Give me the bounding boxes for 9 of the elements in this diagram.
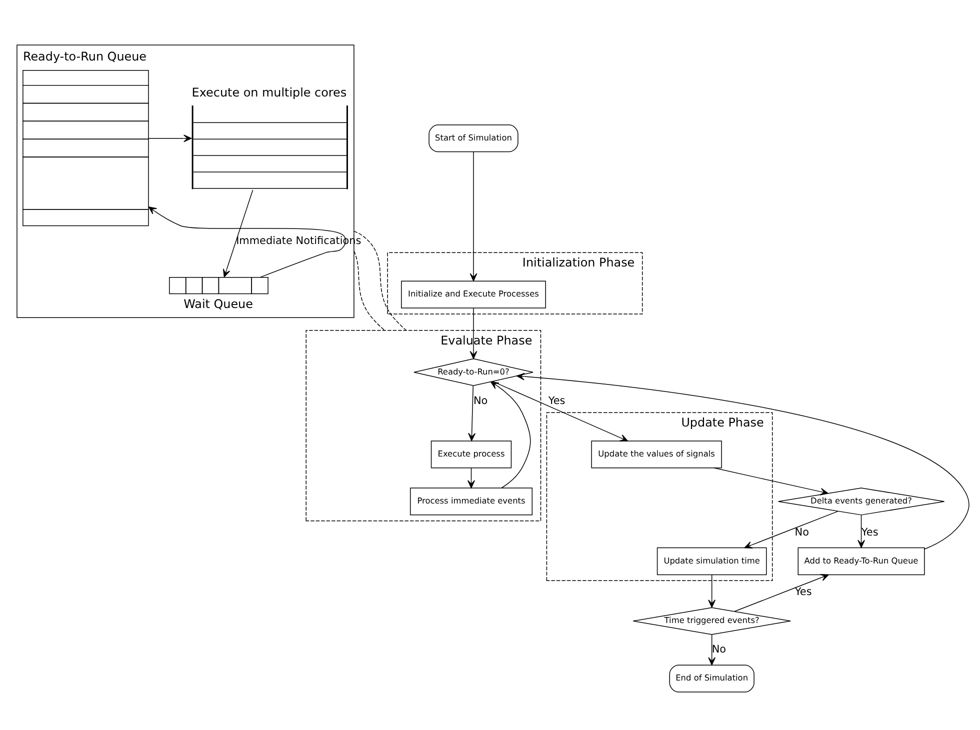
node-text: Execute on multiple cores	[192, 84, 347, 99]
edge-label: No	[712, 643, 726, 656]
edge-label: No	[794, 526, 809, 538]
node-label: Wait Queue	[184, 296, 253, 310]
edge-label: Yes	[548, 394, 566, 406]
edge-label: No	[473, 394, 488, 406]
edge-label: Yes	[794, 586, 812, 598]
edge-label: Yes	[861, 526, 878, 538]
node-label: Ready-to-Run Queue	[22, 49, 147, 64]
